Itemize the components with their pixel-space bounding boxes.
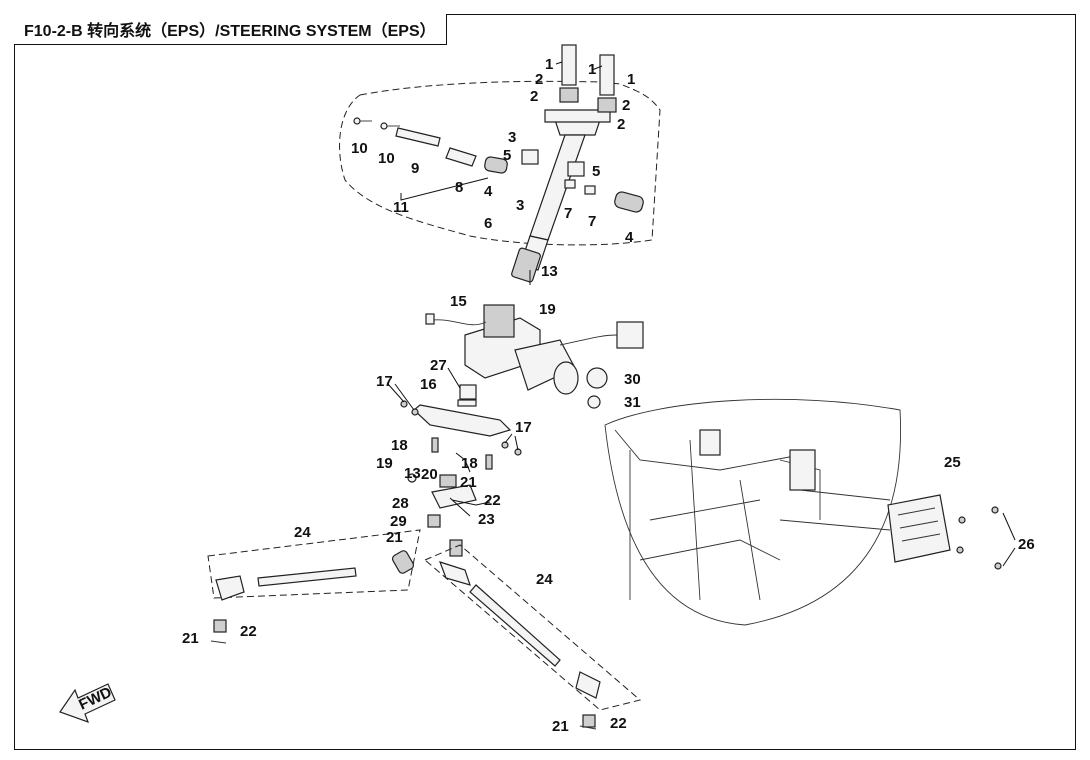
- leader-lines: [387, 61, 603, 517]
- callout-4: 4: [484, 183, 493, 200]
- bushing-left: [521, 149, 539, 165]
- callout-8: 8: [455, 179, 463, 196]
- callout-22: 22: [610, 715, 627, 732]
- callout-1: 1: [545, 56, 553, 73]
- callout-25: 25: [944, 454, 961, 471]
- callout-21: 21: [552, 718, 569, 735]
- callout-22: 22: [484, 492, 501, 509]
- callout-labels: 1 1 1 2 2 2 2 3 3 4 4 5 5 6 7 7 8 9 10 1…: [182, 56, 1035, 735]
- steering-column: [511, 109, 611, 283]
- callout-5: 5: [503, 147, 511, 164]
- callout-2: 2: [530, 88, 538, 105]
- callout-19: 19: [376, 455, 393, 472]
- right-linkage-parts: [564, 179, 644, 213]
- callout-13: 13: [404, 465, 421, 482]
- callout-16: 16: [420, 376, 437, 393]
- diagram-frame: [14, 14, 1076, 750]
- callout-4: 4: [625, 229, 634, 246]
- callout-6: 6: [484, 215, 492, 232]
- callout-15: 15: [450, 293, 467, 310]
- left-tie-rod: [210, 550, 415, 644]
- callout-21: 21: [182, 630, 199, 647]
- callout-19: 19: [539, 301, 556, 318]
- callout-17: 17: [515, 419, 532, 436]
- callout-3: 3: [508, 129, 516, 146]
- callout-7: 7: [564, 205, 572, 222]
- callout-2: 2: [617, 116, 625, 133]
- callout-9: 9: [411, 160, 419, 177]
- callout-30: 30: [624, 371, 641, 388]
- diagram-title: F10-2-B 转向系统（EPS）/STEERING SYSTEM（EPS）: [14, 14, 447, 45]
- callout-7: 7: [588, 213, 596, 230]
- callout-2: 2: [535, 71, 543, 88]
- callout-11: 11: [393, 199, 409, 216]
- frame-leader-line-2: [779, 519, 891, 531]
- callout-5: 5: [592, 163, 600, 180]
- callout-27: 27: [430, 357, 447, 374]
- callout-29: 29: [390, 513, 407, 530]
- callout-20: 20: [421, 466, 438, 483]
- callout-17: 17: [376, 373, 393, 390]
- mounting-bracket: [400, 400, 522, 470]
- eps-small-parts: [586, 367, 608, 409]
- callout-10: 10: [378, 150, 395, 167]
- callout-24: 24: [294, 524, 311, 541]
- callout-21: 21: [386, 529, 403, 546]
- right-tie-rod-outline: [424, 544, 642, 711]
- bushing-right: [567, 161, 585, 177]
- callout-13: 13: [541, 263, 558, 280]
- frame-detail-view: [604, 398, 901, 626]
- callout-24: 24: [536, 571, 553, 588]
- callout-26: 26: [1018, 536, 1035, 553]
- callout-10: 10: [351, 140, 368, 157]
- top-bolts: [559, 44, 617, 113]
- callout-3: 3: [516, 197, 524, 214]
- eps-control-unit: [887, 494, 1016, 570]
- fwd-arrow: FWD: [59, 683, 116, 723]
- callout-28: 28: [392, 495, 409, 512]
- callout-21: 21: [460, 474, 477, 491]
- frame-leader-line: [799, 489, 891, 501]
- vehicle-frame: [614, 429, 821, 601]
- callout-31: 31: [624, 394, 641, 411]
- left-linkage-parts: [353, 117, 508, 174]
- callout-23: 23: [478, 511, 495, 528]
- callout-18: 18: [391, 437, 408, 454]
- callout-18: 18: [461, 455, 478, 472]
- callout-1: 1: [627, 71, 635, 88]
- callout-22: 22: [240, 623, 257, 640]
- upper-group-outline: [339, 80, 661, 246]
- eps-motor-unit: [425, 304, 644, 407]
- callout-2: 2: [622, 97, 630, 114]
- right-tie-rod: [439, 561, 601, 730]
